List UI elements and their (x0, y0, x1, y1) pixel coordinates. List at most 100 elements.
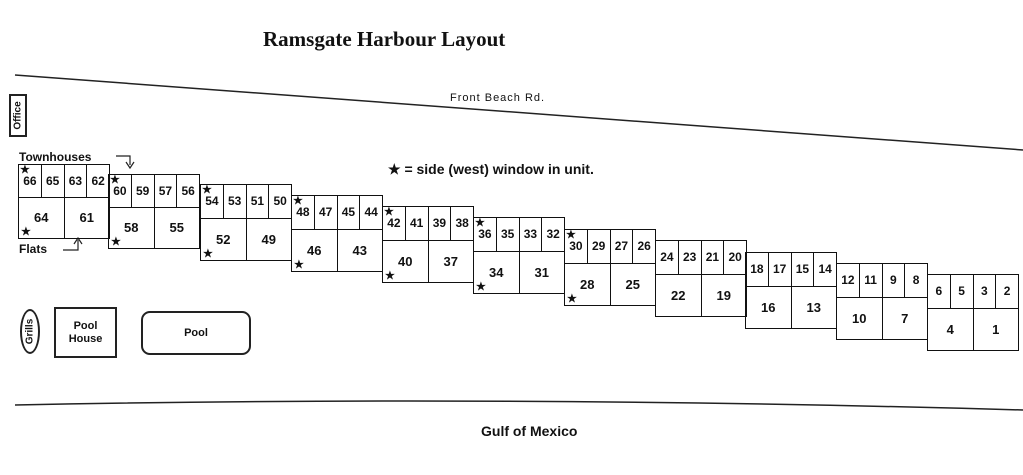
flat-unit: 28★ (565, 264, 610, 305)
unit-number: 30 (569, 239, 583, 254)
townhouse-unit: 20 (723, 241, 746, 274)
townhouse-unit: 35 (495, 218, 519, 251)
unit-number: 22 (671, 287, 686, 303)
townhouse-unit: 15 (790, 253, 814, 286)
unit-number: 48 (296, 205, 310, 220)
flat-unit: 13 (790, 286, 837, 328)
flat-row: 22 19 (656, 274, 747, 316)
west-window-star: ★ (567, 293, 577, 305)
flat-row: 40★37 (383, 240, 474, 282)
townhouse-unit: 57 (153, 175, 177, 207)
unit-number: 6 (935, 284, 943, 299)
townhouse-row: 48★ 47 45 44 (292, 196, 382, 230)
flat-unit: 22 (656, 275, 701, 316)
townhouse-unit: 6 (928, 275, 950, 308)
unit-number: 26 (637, 239, 651, 254)
west-window-star: ★ (293, 195, 303, 207)
flat-unit: 52★ (201, 219, 246, 260)
townhouse-unit: 14 (813, 253, 836, 286)
unit-number: 15 (795, 262, 810, 277)
west-window-star: ★ (203, 248, 213, 260)
flat-row: 46★43 (292, 229, 383, 271)
unit-number: 11 (864, 273, 877, 288)
townhouse-unit: 21 (700, 241, 724, 274)
unit-number: 19 (716, 287, 731, 303)
front-beach-road-edge (14, 74, 1023, 151)
west-window-star: ★ (110, 174, 120, 186)
unit-number: 59 (135, 183, 150, 198)
office-label: Office (12, 101, 24, 130)
unit-number: 45 (341, 205, 356, 220)
unit-number: 44 (364, 205, 378, 220)
unit-number: 18 (750, 262, 764, 277)
unit-number: 32 (546, 227, 560, 242)
unit-number: 8 (912, 273, 920, 288)
townhouse-unit: 11 (858, 264, 882, 297)
flat-row: 64★ 61 (19, 197, 110, 238)
unit-number: 20 (728, 250, 742, 265)
flat-unit: 49 (245, 218, 292, 260)
townhouses-arrowhead (125, 161, 135, 170)
flat-row: 58★55 (109, 207, 199, 248)
townhouse-unit: 54★ (201, 185, 223, 218)
townhouse-unit: 39 (427, 207, 451, 240)
flat-unit: 7 (881, 297, 928, 339)
unit-number: 13 (806, 299, 821, 315)
townhouse-unit: 2 (995, 275, 1018, 308)
west-window-star: ★ (385, 270, 395, 282)
west-window-star: ★ (111, 236, 121, 248)
flat-unit: 19 (700, 274, 747, 316)
unit-number: 62 (91, 173, 105, 188)
unit-number: 51 (250, 194, 265, 209)
legend-note: ★ = side (west) window in unit. (388, 161, 594, 177)
unit-number: 29 (591, 239, 606, 254)
flat-unit: 46★ (292, 230, 337, 271)
unit-number: 4 (946, 321, 954, 337)
unit-number: 28 (580, 276, 595, 292)
unit-number: 50 (273, 194, 287, 209)
west-window-star: ★ (202, 184, 212, 196)
west-window-star: ★ (294, 259, 304, 271)
townhouse-unit: 23 (677, 241, 701, 274)
unit-number: 36 (478, 227, 492, 242)
shoreline (14, 400, 1023, 411)
flat-unit: 64★ (19, 198, 64, 238)
flat-unit: 37 (427, 240, 474, 282)
townhouse-unit: 18 (746, 253, 768, 286)
flat-unit: 61 (63, 197, 110, 238)
unit-number: 47 (318, 205, 333, 220)
townhouse-unit: 33 (518, 218, 542, 251)
unit-number: 10 (852, 310, 867, 326)
unit-number: 65 (45, 173, 60, 188)
flat-unit: 43 (336, 229, 383, 271)
flat-unit: 1 (972, 308, 1019, 350)
townhouse-unit: 50 (268, 185, 291, 218)
townhouse-unit: 8 (904, 264, 927, 297)
unit-number: 24 (660, 250, 674, 265)
townhouse-unit: 38 (450, 207, 473, 240)
townhouse-unit: 51 (245, 185, 269, 218)
unit-number: 7 (901, 310, 909, 326)
townhouse-unit: 47 (313, 196, 337, 229)
townhouse-unit: 56 (176, 175, 199, 207)
unit-number: 12 (841, 273, 855, 288)
unit-number: 37 (443, 253, 458, 269)
west-window-star: ★ (475, 217, 485, 229)
flats-label: Flats (19, 242, 48, 256)
unit-number: 39 (432, 216, 447, 231)
townhouse-unit: 60★ (109, 175, 131, 207)
unit-number: 61 (79, 210, 94, 226)
